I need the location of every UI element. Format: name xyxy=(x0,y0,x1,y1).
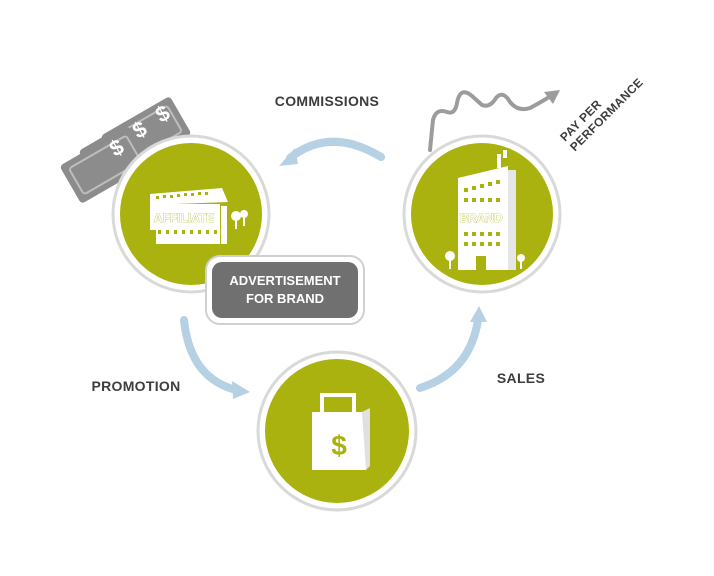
advertisement-line-1: ADVERTISEMENT xyxy=(229,273,340,288)
cycle-arrows xyxy=(180,137,487,399)
affiliate-label: AFFILIATE xyxy=(154,211,214,225)
promotion-label: PROMOTION xyxy=(91,378,180,394)
brand-label: BRAND xyxy=(459,211,503,225)
performance-line-icon xyxy=(428,90,560,152)
advertisement-badge: ADVERTISEMENT FOR BRAND xyxy=(205,255,365,325)
pay-per-performance-label: PAY PER PERFORMANCE xyxy=(557,75,646,154)
sales-node: $ xyxy=(256,350,418,512)
sales-label: SALES xyxy=(497,370,545,386)
commissions-label: COMMISSIONS xyxy=(275,93,379,109)
brand-node: BRAND xyxy=(402,134,562,294)
brand-tower-icon xyxy=(445,150,525,270)
sales-arrow xyxy=(416,306,487,392)
affiliate-building-icon xyxy=(150,188,248,244)
shopping-bag-icon: $ xyxy=(312,393,370,470)
bag-dollar: $ xyxy=(331,430,347,461)
commissions-arrow xyxy=(279,137,385,166)
promotion-arrow xyxy=(180,316,250,399)
dollar-bills-icon: $ $ $ xyxy=(60,97,191,203)
advertisement-line-2: FOR BRAND xyxy=(246,291,324,306)
affiliate-node: AFFILIATE xyxy=(111,134,271,294)
